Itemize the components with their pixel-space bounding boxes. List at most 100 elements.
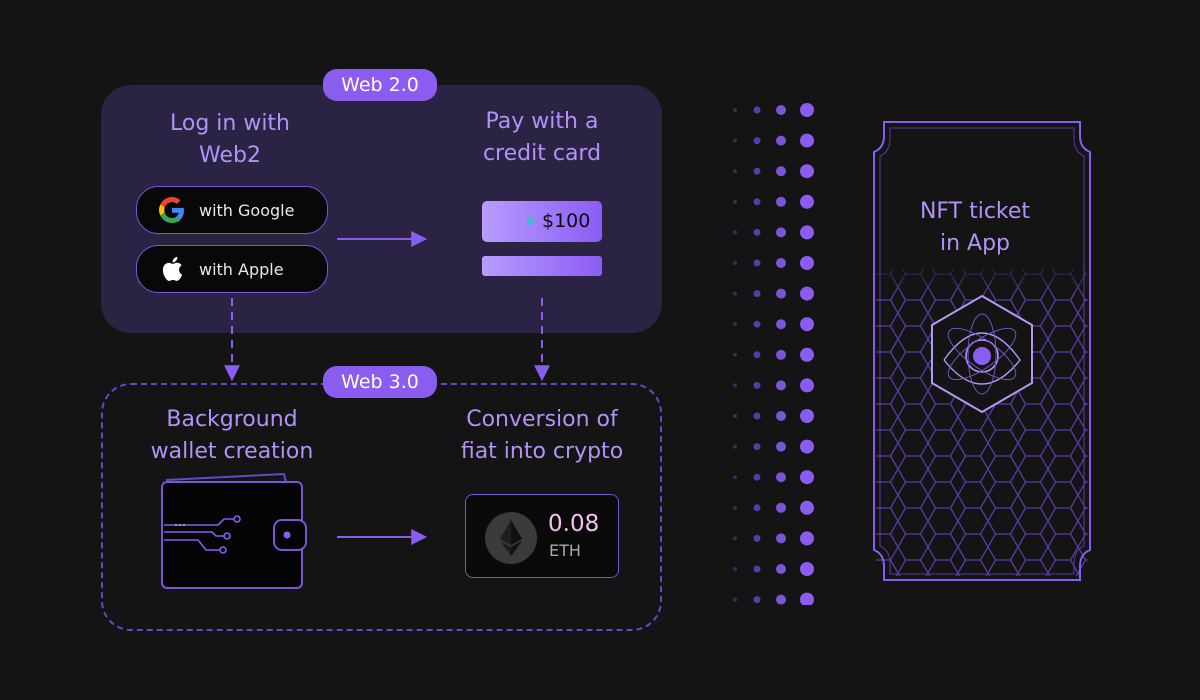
decor-dot: [733, 536, 737, 541]
decor-dot: [800, 409, 814, 423]
decor-dot: [800, 256, 814, 270]
decor-dot: [733, 444, 737, 449]
decor-dot: [776, 258, 786, 268]
pay-heading: Pay with a credit card: [452, 106, 632, 170]
decor-dot: [800, 164, 814, 179]
credit-card-stripe: [482, 256, 602, 276]
decor-dot: [776, 564, 786, 574]
decor-dot: [733, 475, 737, 480]
wallet-icon: [161, 472, 307, 589]
decor-dot: [800, 347, 814, 362]
decor-dot: [776, 502, 786, 513]
wallet-heading: Background wallet creation: [130, 404, 334, 468]
decor-dot: [733, 138, 737, 143]
ethereum-icon: [485, 512, 537, 564]
pay-heading-line2: credit card: [482, 141, 602, 166]
decor-dot: [733, 352, 737, 357]
decor-dot: [776, 380, 786, 391]
credit-card-icon: [482, 201, 602, 242]
decor-dot: [800, 470, 814, 485]
decor-dot: [800, 133, 814, 148]
decor-dot: [800, 103, 814, 117]
decor-dot: [776, 288, 786, 299]
decor-dot: [776, 319, 786, 330]
conversion-heading-line2: fiat into crypto: [460, 439, 624, 464]
decor-dot: [800, 531, 814, 546]
login-heading-line1: Log in with: [169, 111, 290, 136]
dot-matrix-divider: [733, 103, 814, 605]
conversion-heading: Conversion of fiat into crypto: [440, 404, 644, 468]
decor-dot: [800, 562, 814, 576]
decor-dot: [753, 443, 761, 451]
decor-dot: [733, 230, 737, 235]
decor-dot: [800, 500, 814, 515]
eth-amount: 0.08: [548, 511, 600, 537]
login-heading: Log in with Web2: [140, 108, 320, 172]
decor-dot: [753, 198, 761, 206]
login-apple-button[interactable]: with Apple: [136, 245, 328, 293]
decor-dot: [776, 411, 786, 421]
decor-dot: [800, 286, 814, 301]
login-heading-line2: Web2: [199, 143, 261, 168]
decor-dot: [753, 381, 761, 389]
decor-dot: [776, 441, 786, 452]
web3-badge: Web 3.0: [323, 366, 437, 398]
decor-dot: [733, 597, 737, 602]
decor-dot: [800, 378, 814, 393]
decor-dot: [800, 317, 814, 332]
decor-dot: [733, 199, 737, 204]
ticket-title: NFT ticket in App: [900, 196, 1050, 260]
decor-dot: [753, 290, 761, 298]
decor-dot: [776, 105, 786, 115]
decor-dot: [776, 472, 786, 483]
google-label: with Google: [199, 200, 295, 220]
decor-dot: [753, 351, 761, 359]
decor-dot: [753, 534, 761, 542]
decor-dot: [733, 414, 737, 418]
decor-dot: [776, 349, 786, 360]
decor-dot: [753, 412, 761, 420]
apple-icon: [159, 256, 185, 282]
decor-dot: [776, 594, 786, 605]
decor-dot: [733, 291, 737, 296]
decor-dot: [733, 322, 737, 327]
play-marker-icon: [527, 216, 535, 226]
google-icon: [159, 197, 185, 223]
pay-heading-line1: Pay with a: [485, 109, 599, 134]
decor-dot: [800, 225, 814, 240]
decor-dot: [776, 196, 786, 207]
decor-dot: [753, 473, 761, 481]
decor-dot: [753, 137, 761, 145]
decor-dot: [800, 439, 814, 454]
ticket-icon: [873, 121, 1091, 581]
eth-unit: ETH: [549, 541, 581, 560]
apple-label: with Apple: [199, 259, 284, 279]
decor-dot: [733, 505, 737, 510]
decor-dot: [776, 533, 786, 544]
card-amount: $100: [542, 210, 591, 232]
login-google-button[interactable]: with Google: [136, 186, 328, 234]
wallet-heading-line2: wallet creation: [150, 439, 314, 464]
decor-dot: [800, 592, 814, 605]
decor-dot: [753, 596, 761, 604]
decor-dot: [776, 227, 786, 238]
ticket-title-line1: NFT ticket: [919, 199, 1031, 224]
decor-dot: [776, 135, 786, 146]
decor-dot: [733, 169, 737, 174]
decor-dot: [733, 567, 737, 571]
decor-dot: [753, 259, 761, 267]
decor-dot: [733, 261, 737, 265]
decor-dot: [753, 504, 761, 512]
decor-dot: [733, 383, 737, 388]
decor-dot: [776, 166, 786, 177]
nft-hexagon-icon: [931, 294, 1033, 414]
decor-dot: [800, 194, 814, 209]
decor-dot: [753, 228, 761, 236]
wallet-heading-line1: Background: [166, 407, 298, 432]
conversion-heading-line1: Conversion of: [466, 407, 618, 432]
ticket-title-line2: in App: [939, 231, 1011, 256]
web2-badge: Web 2.0: [323, 69, 437, 101]
decor-dot: [753, 167, 761, 175]
decor-dot: [753, 106, 761, 114]
